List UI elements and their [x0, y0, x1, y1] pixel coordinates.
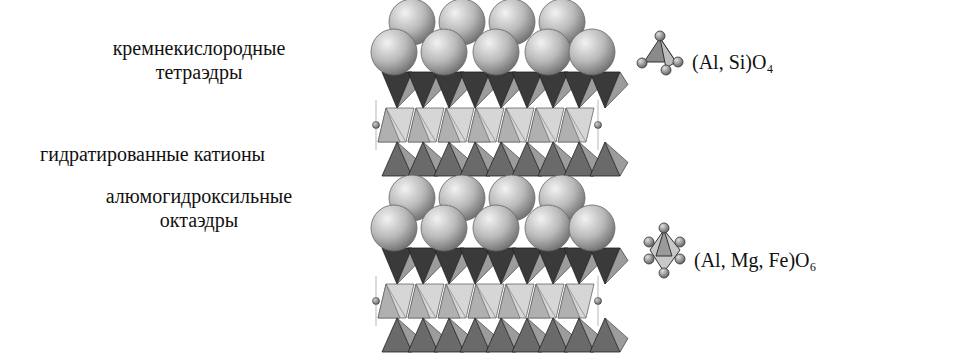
octahedron-edge: [446, 108, 466, 142]
octahedron: [378, 108, 414, 142]
octahedron-edge: [566, 108, 586, 142]
octahedron-icon: [644, 223, 685, 278]
tetrahedron: [605, 248, 628, 284]
octahedron: [498, 284, 534, 318]
octahedron: [408, 284, 444, 318]
octahedron-edge: [566, 284, 586, 318]
octahedron-edge: [386, 108, 406, 142]
octahedron: [558, 108, 594, 142]
octahedron-edge: [416, 108, 436, 142]
hydrated-cation: [525, 29, 571, 75]
hydrated-cation: [525, 205, 571, 251]
octahedron: [468, 284, 504, 318]
hydrated-cation: [371, 205, 417, 251]
octahedron-edge: [386, 284, 406, 318]
octahedron: [528, 108, 564, 142]
octahedron-edge: [506, 108, 526, 142]
octahedron: [468, 108, 504, 142]
octahedron: [558, 284, 594, 318]
bond-line: [598, 276, 599, 326]
layer-label: гидратированные катионы: [40, 142, 265, 166]
octahedron: [528, 284, 564, 318]
octahedron: [438, 108, 474, 142]
octahedron: [378, 284, 414, 318]
tetrahedron: [605, 142, 628, 176]
hydrated-cation: [371, 29, 417, 75]
octahedron-edge: [536, 284, 556, 318]
hydrated-cation: [473, 205, 519, 251]
octahedron: [408, 108, 444, 142]
octahedron-edge: [476, 108, 496, 142]
hydrated-cation: [473, 29, 519, 75]
hydrated-cation: [421, 29, 467, 75]
formula-label: (Al, Si)O₄: [692, 50, 773, 74]
hydrated-cation: [569, 205, 615, 251]
octahedron-edge: [506, 284, 526, 318]
hydrated-cation: [569, 29, 615, 75]
formula-label: (Al, Mg, Fe)O₆: [694, 248, 817, 272]
octahedron: [498, 108, 534, 142]
octahedron: [438, 284, 474, 318]
octahedron-edge: [536, 108, 556, 142]
octahedron-edge: [476, 284, 496, 318]
tetrahedron: [605, 72, 628, 108]
tetrahedron: [605, 318, 628, 352]
layer-structure: [371, 0, 628, 352]
layer-label: кремнекислородные тетраэдры: [99, 36, 299, 84]
bond-line: [376, 100, 377, 150]
tetrahedron-icon: [637, 31, 683, 75]
hydrated-cation: [421, 205, 467, 251]
octahedron-edge: [446, 284, 466, 318]
bond-line: [598, 100, 599, 150]
octahedron-edge: [416, 284, 436, 318]
bond-line: [376, 276, 377, 326]
layer-label: алюмогидроксильные октаэдры: [94, 184, 304, 232]
